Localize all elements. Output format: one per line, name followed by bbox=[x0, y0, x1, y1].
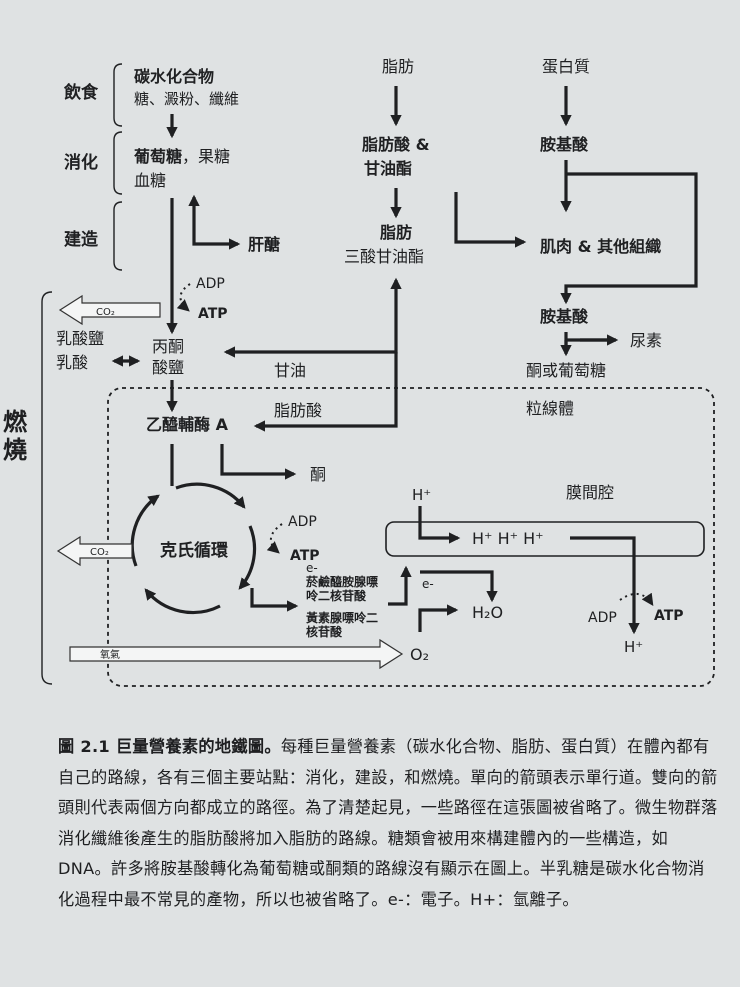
stage-digestion: 消化 bbox=[64, 152, 98, 173]
node-glucose-line: 葡萄糖，果糖 bbox=[133, 147, 230, 166]
node-krebs: 克氏循環 bbox=[160, 540, 229, 561]
node-water: H₂O bbox=[472, 603, 503, 622]
node-fadh-1: 黃素腺嘌呤二 bbox=[305, 610, 378, 625]
arrow-amino-recycle bbox=[560, 172, 698, 305]
arrow-adp-atp-1 bbox=[176, 283, 191, 312]
node-carbs: 碳水化合物 bbox=[134, 67, 214, 86]
label-h-plus-bottom: H⁺ bbox=[624, 638, 643, 656]
arrow-proton-pump bbox=[418, 506, 461, 544]
bracket-burning bbox=[41, 291, 53, 685]
node-pyruvate-2: 酸鹽 bbox=[152, 358, 184, 377]
arrow-acetyl-ketone bbox=[220, 444, 297, 480]
node-glycogen: 肝醣 bbox=[248, 235, 280, 254]
node-amino-acid-2: 胺基酸 bbox=[540, 307, 589, 326]
label-adp-2: ADP bbox=[288, 514, 317, 530]
arrow-o2-water bbox=[418, 604, 459, 632]
arrow-carriers-protons bbox=[388, 565, 412, 606]
node-muscle: 肌肉 & 其他組織 bbox=[540, 237, 661, 256]
label-atp-3: ATP bbox=[654, 608, 684, 624]
node-fattyacid-glycerol-1: 脂肪酸 & bbox=[362, 135, 430, 154]
node-ketone: 酮 bbox=[310, 465, 326, 484]
krebs-arc-2 bbox=[238, 525, 257, 590]
arrow-adp-atp-3 bbox=[619, 592, 654, 606]
intermembrane-box bbox=[385, 521, 705, 557]
arrow-adp-atp-2 bbox=[266, 523, 283, 554]
label-intermembrane: 膜間腔 bbox=[566, 483, 614, 502]
bracket-building bbox=[113, 201, 123, 271]
node-fatty-acid: 脂肪酸 bbox=[274, 401, 322, 420]
node-fat: 脂肪 bbox=[382, 57, 414, 76]
caption-title: 圖 2.1 巨量營養素的地鐵圖。 bbox=[58, 737, 281, 756]
krebs-arc-4 bbox=[130, 494, 160, 567]
label-atp-1: ATP bbox=[198, 306, 228, 322]
label-oxygen: 氧氣 bbox=[100, 648, 120, 661]
node-nadh-2: 呤二核苷酸 bbox=[306, 588, 367, 603]
arrow-oxygen-in bbox=[69, 638, 404, 670]
label-adp-3: ADP bbox=[588, 610, 617, 626]
stage-building: 建造 bbox=[64, 229, 99, 250]
label-h-plus-row: H⁺ H⁺ H⁺ bbox=[472, 529, 544, 548]
node-fat2: 脂肪 bbox=[380, 223, 412, 242]
label-e-minus: e- bbox=[306, 561, 318, 575]
node-o2: O₂ bbox=[410, 645, 429, 664]
node-urea: 尿素 bbox=[630, 331, 662, 350]
label-adp-1: ADP bbox=[196, 276, 225, 292]
caption-body: 每種巨量營養素（碳水化合物、脂肪、蛋白質）在體內都有自己的路線，各有三個主要站點… bbox=[58, 737, 718, 909]
arrow-fattyacid-acetyl bbox=[253, 352, 398, 432]
arrow-krebs-carriers bbox=[250, 588, 299, 612]
node-triglyceride: 三酸甘油酯 bbox=[344, 247, 424, 266]
arrow-fattyacid-muscle bbox=[454, 192, 527, 248]
arrow-proton-atp-synthase bbox=[570, 536, 640, 635]
label-co2-top: CO₂ bbox=[96, 307, 115, 318]
node-fadh-2: 核苷酸 bbox=[306, 624, 343, 639]
stage-diet: 飲食 bbox=[63, 82, 99, 103]
node-amino-acid: 胺基酸 bbox=[540, 135, 589, 154]
arrow-co2-out-mid bbox=[56, 535, 133, 567]
node-acetyl-coa: 乙醯輔酶 A bbox=[146, 415, 229, 434]
label-mitochondria: 粒線體 bbox=[526, 399, 574, 418]
krebs-arc-3 bbox=[144, 588, 221, 615]
label-co2-mid: CO₂ bbox=[90, 547, 109, 558]
node-ketone-or-glucose: 酮或葡萄糖 bbox=[526, 361, 606, 380]
label-h-plus-top: H⁺ bbox=[412, 486, 431, 504]
arrow-electrons-water bbox=[420, 570, 498, 603]
mitochondria-boundary bbox=[107, 387, 715, 687]
bracket-diet bbox=[113, 63, 123, 127]
metabolism-diagram: 飲食 消化 建造 燃 燒 碳水化合物 糖、澱粉、纖維 葡萄糖，果糖 血糖 肝醣 … bbox=[3, 57, 715, 687]
node-lactic-acid: 乳酸 bbox=[56, 353, 88, 372]
label-e-minus-2: e- bbox=[422, 577, 434, 591]
node-pyruvate-1: 丙酮 bbox=[152, 337, 184, 356]
node-protein: 蛋白質 bbox=[542, 57, 590, 76]
krebs-arc-1 bbox=[175, 482, 246, 509]
node-glycerol: 甘油 bbox=[274, 361, 306, 380]
node-blood-sugar: 血糖 bbox=[134, 171, 166, 190]
arrow-triglyceride-glycerol-pyruvate bbox=[223, 277, 402, 358]
node-lactate: 乳酸鹽 bbox=[56, 329, 104, 348]
label-atp-2: ATP bbox=[290, 548, 320, 564]
bracket-digestion bbox=[113, 131, 123, 195]
node-carbs-sub: 糖、澱粉、纖維 bbox=[134, 90, 239, 108]
node-nadh-1: 菸鹼醯胺腺嘌 bbox=[306, 574, 378, 589]
stage-burning-1: 燃 bbox=[3, 408, 28, 436]
stage-burning-2: 燒 bbox=[3, 436, 27, 464]
arrow-glycogen-twoway bbox=[188, 194, 241, 250]
node-fattyacid-glycerol-2: 甘油酯 bbox=[364, 159, 412, 178]
arrow-co2-out-top bbox=[58, 294, 161, 326]
figure-caption: 圖 2.1 巨量營養素的地鐵圖。每種巨量營養素（碳水化合物、脂肪、蛋白質）在體內… bbox=[58, 732, 718, 915]
